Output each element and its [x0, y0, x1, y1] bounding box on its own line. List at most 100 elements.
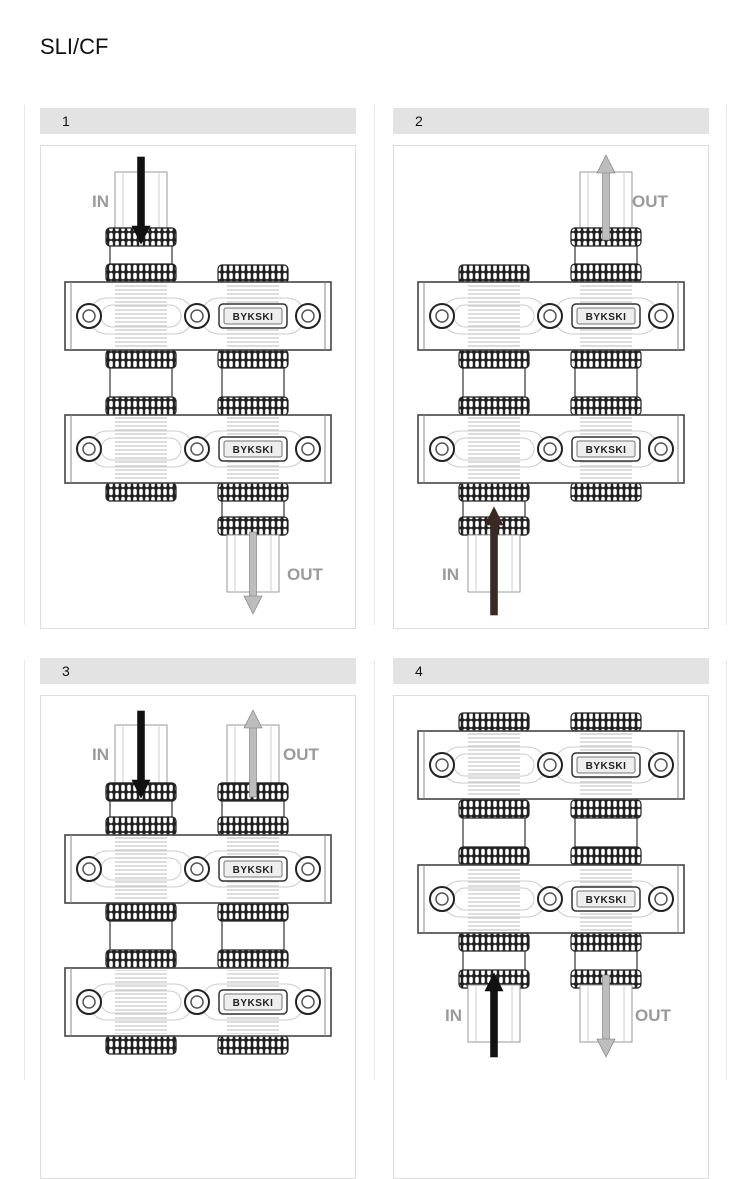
- logo-plate: [223, 440, 283, 458]
- knurl: [458, 396, 530, 416]
- knurled-ring: [570, 799, 642, 819]
- brand-logo: BYKSKI: [233, 998, 274, 1009]
- screw-socket: [82, 442, 96, 456]
- knurled-ring: [458, 932, 530, 952]
- screw-socket: [301, 442, 315, 456]
- knurled-ring: [570, 396, 642, 416]
- screw-icon: [537, 436, 563, 462]
- knurled-ring: [458, 846, 530, 866]
- in-label: IN: [442, 565, 459, 584]
- knurl: [217, 902, 289, 922]
- panel-number: 2: [415, 113, 423, 129]
- knurl: [217, 816, 289, 836]
- screw-icon: [648, 752, 674, 778]
- knurled-ring: [458, 264, 530, 284]
- knurl: [570, 799, 642, 819]
- screw-socket: [190, 862, 204, 876]
- logo-plate: [576, 307, 636, 325]
- knurl: [217, 349, 289, 369]
- knurl: [570, 396, 642, 416]
- knurl: [570, 846, 642, 866]
- screw-socket: [190, 442, 204, 456]
- knurl: [105, 396, 177, 416]
- arrow-shaft: [249, 725, 257, 798]
- bridge-block: BYKSKI: [417, 864, 685, 934]
- divider: [374, 660, 375, 1080]
- out-label: OUT: [632, 192, 669, 211]
- knurled-ring: [105, 349, 177, 369]
- thread: [115, 417, 167, 481]
- in-arrow: [131, 710, 151, 799]
- screw-socket: [435, 442, 449, 456]
- logo-plate: [223, 860, 283, 878]
- brand-logo: BYKSKI: [586, 895, 627, 906]
- logo-plate: [576, 440, 636, 458]
- knurled-ring: [217, 264, 289, 284]
- thread: [468, 417, 520, 481]
- knurl: [105, 949, 177, 969]
- panel-2-diagram: [393, 145, 709, 629]
- knurled-ring: [458, 482, 530, 502]
- arrow-head: [131, 779, 151, 799]
- panel-2-header: 2: [393, 108, 709, 134]
- knurl: [570, 349, 642, 369]
- knurled-ring: [105, 1035, 177, 1055]
- out-arrow: [243, 709, 263, 798]
- screw-icon: [429, 886, 455, 912]
- arrow-head: [484, 972, 504, 992]
- arrow-head: [596, 1038, 616, 1058]
- logo-plate: [223, 993, 283, 1011]
- panel-3-header: 3: [40, 658, 356, 684]
- arrow-shaft: [490, 522, 498, 616]
- out-label: OUT: [287, 565, 324, 584]
- knurled-ring: [458, 712, 530, 732]
- knurled-ring: [217, 816, 289, 836]
- logo-plate: [576, 890, 636, 908]
- knurl: [458, 846, 530, 866]
- in-arrow: [131, 156, 151, 245]
- knurled-ring: [105, 902, 177, 922]
- divider: [726, 105, 727, 625]
- screw-icon: [76, 856, 102, 882]
- arrow-shaft: [602, 974, 610, 1042]
- in-arrow: [484, 506, 504, 616]
- knurl: [217, 1035, 289, 1055]
- knurled-ring: [570, 932, 642, 952]
- arrow-head: [596, 154, 616, 174]
- screw-socket: [301, 995, 315, 1009]
- panel-1-diagram: [40, 145, 356, 629]
- knurled-ring: [458, 396, 530, 416]
- logo-plate: [576, 756, 636, 774]
- arrow-shaft: [490, 988, 498, 1058]
- bridge-block: BYKSKI: [417, 730, 685, 800]
- screw-icon: [76, 303, 102, 329]
- screw-icon: [295, 303, 321, 329]
- brand-logo: BYKSKI: [233, 312, 274, 323]
- bridge-block: BYKSKI: [417, 281, 685, 351]
- knurled-ring: [570, 846, 642, 866]
- brand-logo: BYKSKI: [586, 761, 627, 772]
- knurl: [458, 264, 530, 284]
- thread: [115, 970, 167, 1034]
- screw-socket: [543, 309, 557, 323]
- page-title: SLI/CF: [40, 34, 109, 59]
- screw-icon: [537, 752, 563, 778]
- screw-socket: [654, 309, 668, 323]
- knurled-ring: [217, 482, 289, 502]
- arrow-head: [484, 506, 504, 526]
- knurled-ring: [217, 1035, 289, 1055]
- screw-icon: [648, 436, 674, 462]
- arrow-shaft: [602, 170, 610, 241]
- in-label: IN: [92, 192, 109, 211]
- knurled-ring: [570, 712, 642, 732]
- thread: [468, 284, 520, 348]
- knurl: [105, 816, 177, 836]
- screw-socket: [435, 892, 449, 906]
- panel-1-header: 1: [40, 108, 356, 134]
- thread: [115, 284, 167, 348]
- out-arrow: [243, 531, 263, 615]
- arrow-head: [243, 709, 263, 729]
- knurled-ring: [570, 482, 642, 502]
- screw-icon: [184, 989, 210, 1015]
- thread: [468, 733, 520, 797]
